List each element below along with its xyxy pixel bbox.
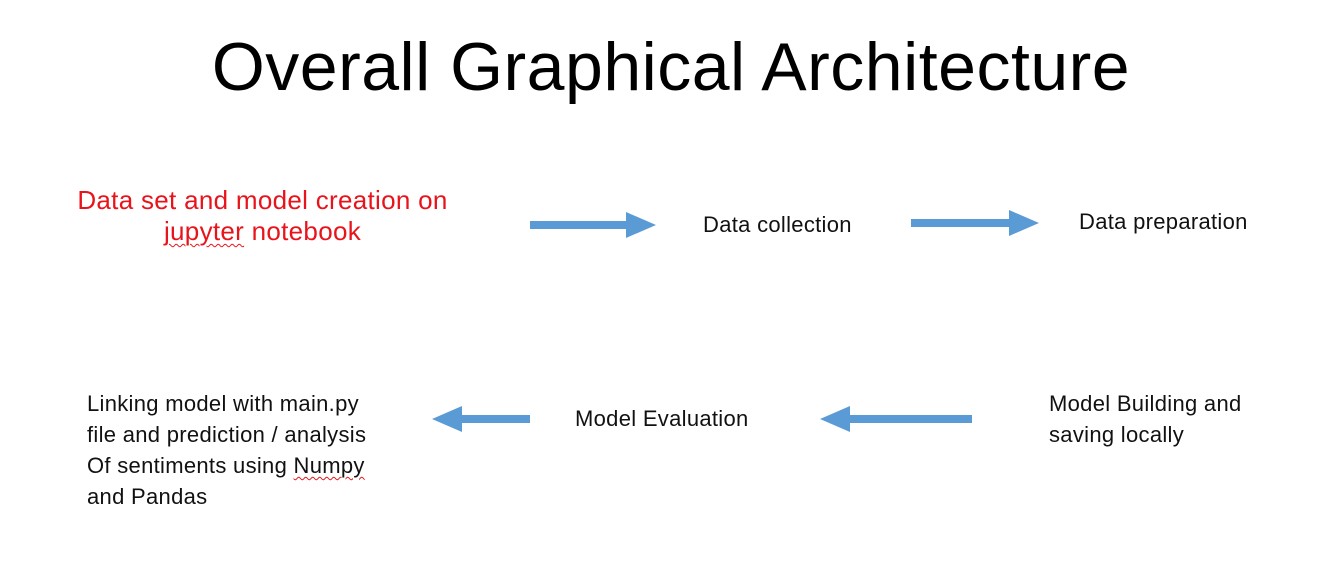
node-dataset-line1: Data set and model creation on [77,185,448,215]
node-linking-line3-prefix: Of sentiments using [87,453,294,478]
node-model-evaluation: Model Evaluation [575,406,749,431]
node-linking-line3: Of sentiments using Numpy [87,450,366,481]
node-data-collection: Data collection [703,212,852,237]
node-data-preparation: Data preparation [1079,209,1248,234]
node-linking-line4: and Pandas [87,484,208,509]
node-linking-line1: Linking model with main.py [87,391,359,416]
arrow-right-1 [530,212,656,238]
node-linking-line2: file and prediction / analysis [87,422,367,447]
node-dataset-line2: jupyter notebook [50,216,475,247]
arrow-right-2 [911,210,1039,236]
node-model-building-line2: saving locally [1049,422,1185,447]
spellcheck-word-jupyter: jupyter [163,216,245,246]
spellcheck-word-numpy: Numpy [293,453,365,478]
node-model-building: Model Building and saving locally [1049,388,1242,450]
node-linking-model: Linking model with main.py file and pred… [87,388,366,512]
node-dataset-model-creation: Data set and model creation on jupyter n… [50,185,475,247]
node-model-building-line1: Model Building and [1049,391,1242,416]
arrow-left-1 [820,406,972,432]
arrow-left-2 [432,406,530,432]
page-title: Overall Graphical Architecture [211,29,1131,105]
node-dataset-line2-rest: notebook [244,216,362,246]
